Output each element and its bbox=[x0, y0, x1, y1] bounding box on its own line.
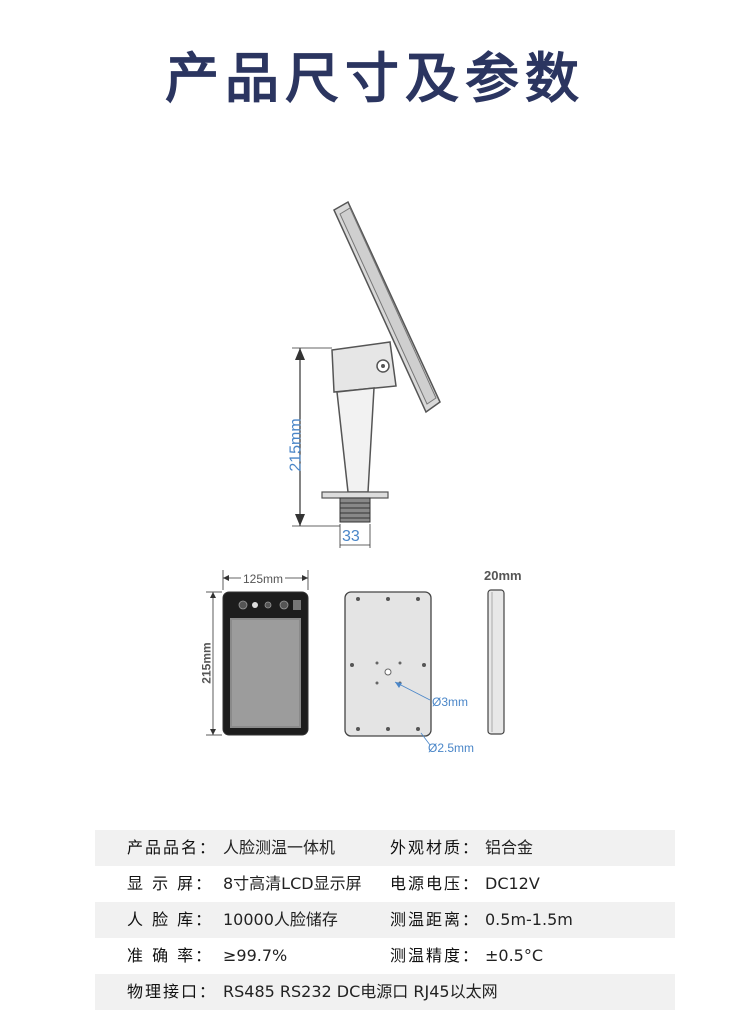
spec-label: 人 脸 库： bbox=[127, 910, 214, 929]
front-width-label: 125mm bbox=[241, 572, 286, 586]
spec-row: 产品品名： 人脸测温一体机 外观材质： 铝合金 bbox=[127, 830, 687, 866]
spec-label: 物理接口： bbox=[127, 982, 218, 1001]
spec-value: 10000人脸储存 bbox=[223, 910, 338, 929]
spec-label: 外观材质： bbox=[390, 838, 481, 857]
spec-label: 测温精度： bbox=[390, 946, 481, 965]
hole-2-5mm-label: Ø2.5mm bbox=[428, 741, 475, 755]
spec-row: 准 确 率： ≥99.7% 测温精度： ±0.5°C bbox=[127, 938, 687, 974]
page-title: 产品尺寸及参数 bbox=[165, 47, 585, 110]
edge-view bbox=[487, 589, 505, 735]
spec-label: 测温距离： bbox=[390, 910, 481, 929]
spec-value: ±0.5°C bbox=[485, 946, 544, 965]
spec-value: 0.5m-1.5m bbox=[485, 910, 573, 929]
spec-row: 物理接口： RS485 RS232 DC电源口 RJ45以太网 bbox=[127, 974, 687, 1010]
spec-row-band bbox=[95, 902, 675, 938]
side-height-label: 215mm bbox=[287, 418, 305, 472]
front-view bbox=[206, 570, 309, 736]
spec-value: RS485 RS232 DC电源口 RJ45以太网 bbox=[223, 982, 498, 1001]
spec-value: 铝合金 bbox=[485, 838, 534, 857]
spec-label: 准 确 率： bbox=[127, 946, 214, 965]
spec-label: 电源电压： bbox=[390, 874, 481, 893]
spec-value: 人脸测温一体机 bbox=[223, 838, 336, 857]
spec-value: 8寸高清LCD显示屏 bbox=[223, 874, 362, 893]
spec-row-band bbox=[95, 830, 675, 866]
front-height-label: 215mm bbox=[199, 642, 214, 684]
hole-3mm-label: Ø3mm bbox=[432, 695, 468, 709]
spec-row-band bbox=[95, 974, 675, 1010]
spec-row: 显 示 屏： 8寸高清LCD显示屏 电源电压： DC12V bbox=[127, 866, 687, 902]
edge-depth-label: 20mm bbox=[484, 568, 522, 583]
back-view bbox=[344, 591, 432, 746]
spec-label: 产品品名： bbox=[127, 838, 218, 857]
spec-value: DC12V bbox=[485, 874, 540, 893]
side-view bbox=[292, 200, 441, 548]
spec-row: 人 脸 库： 10000人脸储存 测温距离： 0.5m-1.5m bbox=[127, 902, 687, 938]
spec-value: ≥99.7% bbox=[223, 946, 288, 965]
side-base-label: 33 bbox=[342, 528, 360, 545]
spec-label: 显 示 屏： bbox=[127, 874, 214, 893]
product-dimension-drawing bbox=[206, 200, 505, 746]
